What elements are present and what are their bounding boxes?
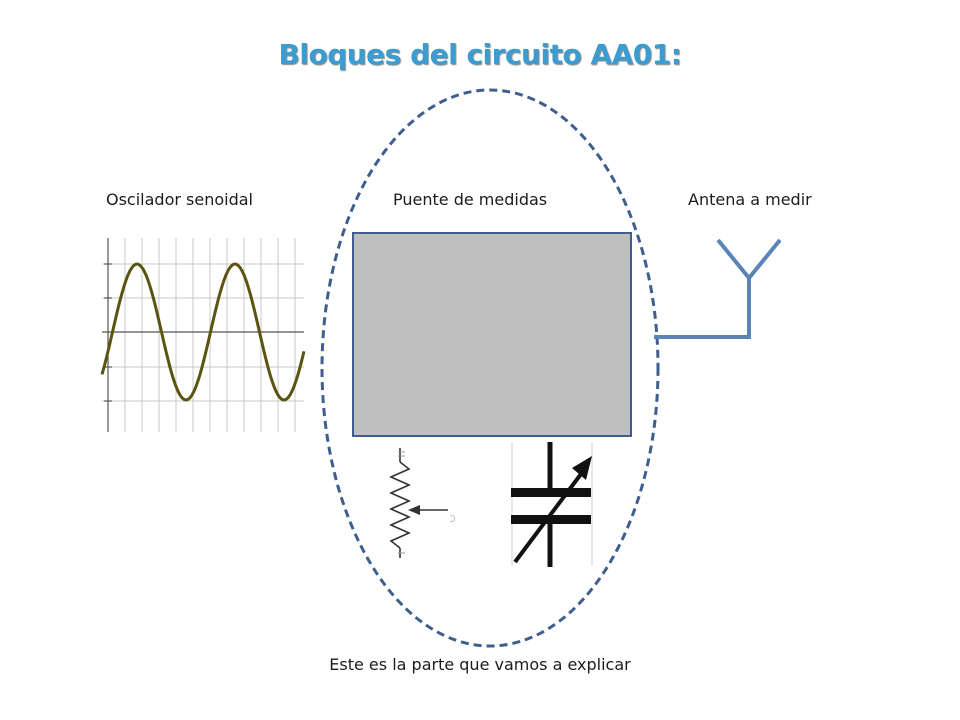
sine-wave	[100, 262, 306, 402]
bridge-label: Puente de medidas	[393, 190, 548, 209]
measurement-bridge-block	[352, 232, 632, 437]
diagram-title: Bloques del circuito AA01:	[278, 38, 682, 71]
antenna-label: Antena a medir	[688, 190, 812, 209]
caption: Este es la parte que vamos a explicar	[329, 655, 631, 674]
oscillator-label: Oscilador senoidal	[106, 190, 253, 209]
